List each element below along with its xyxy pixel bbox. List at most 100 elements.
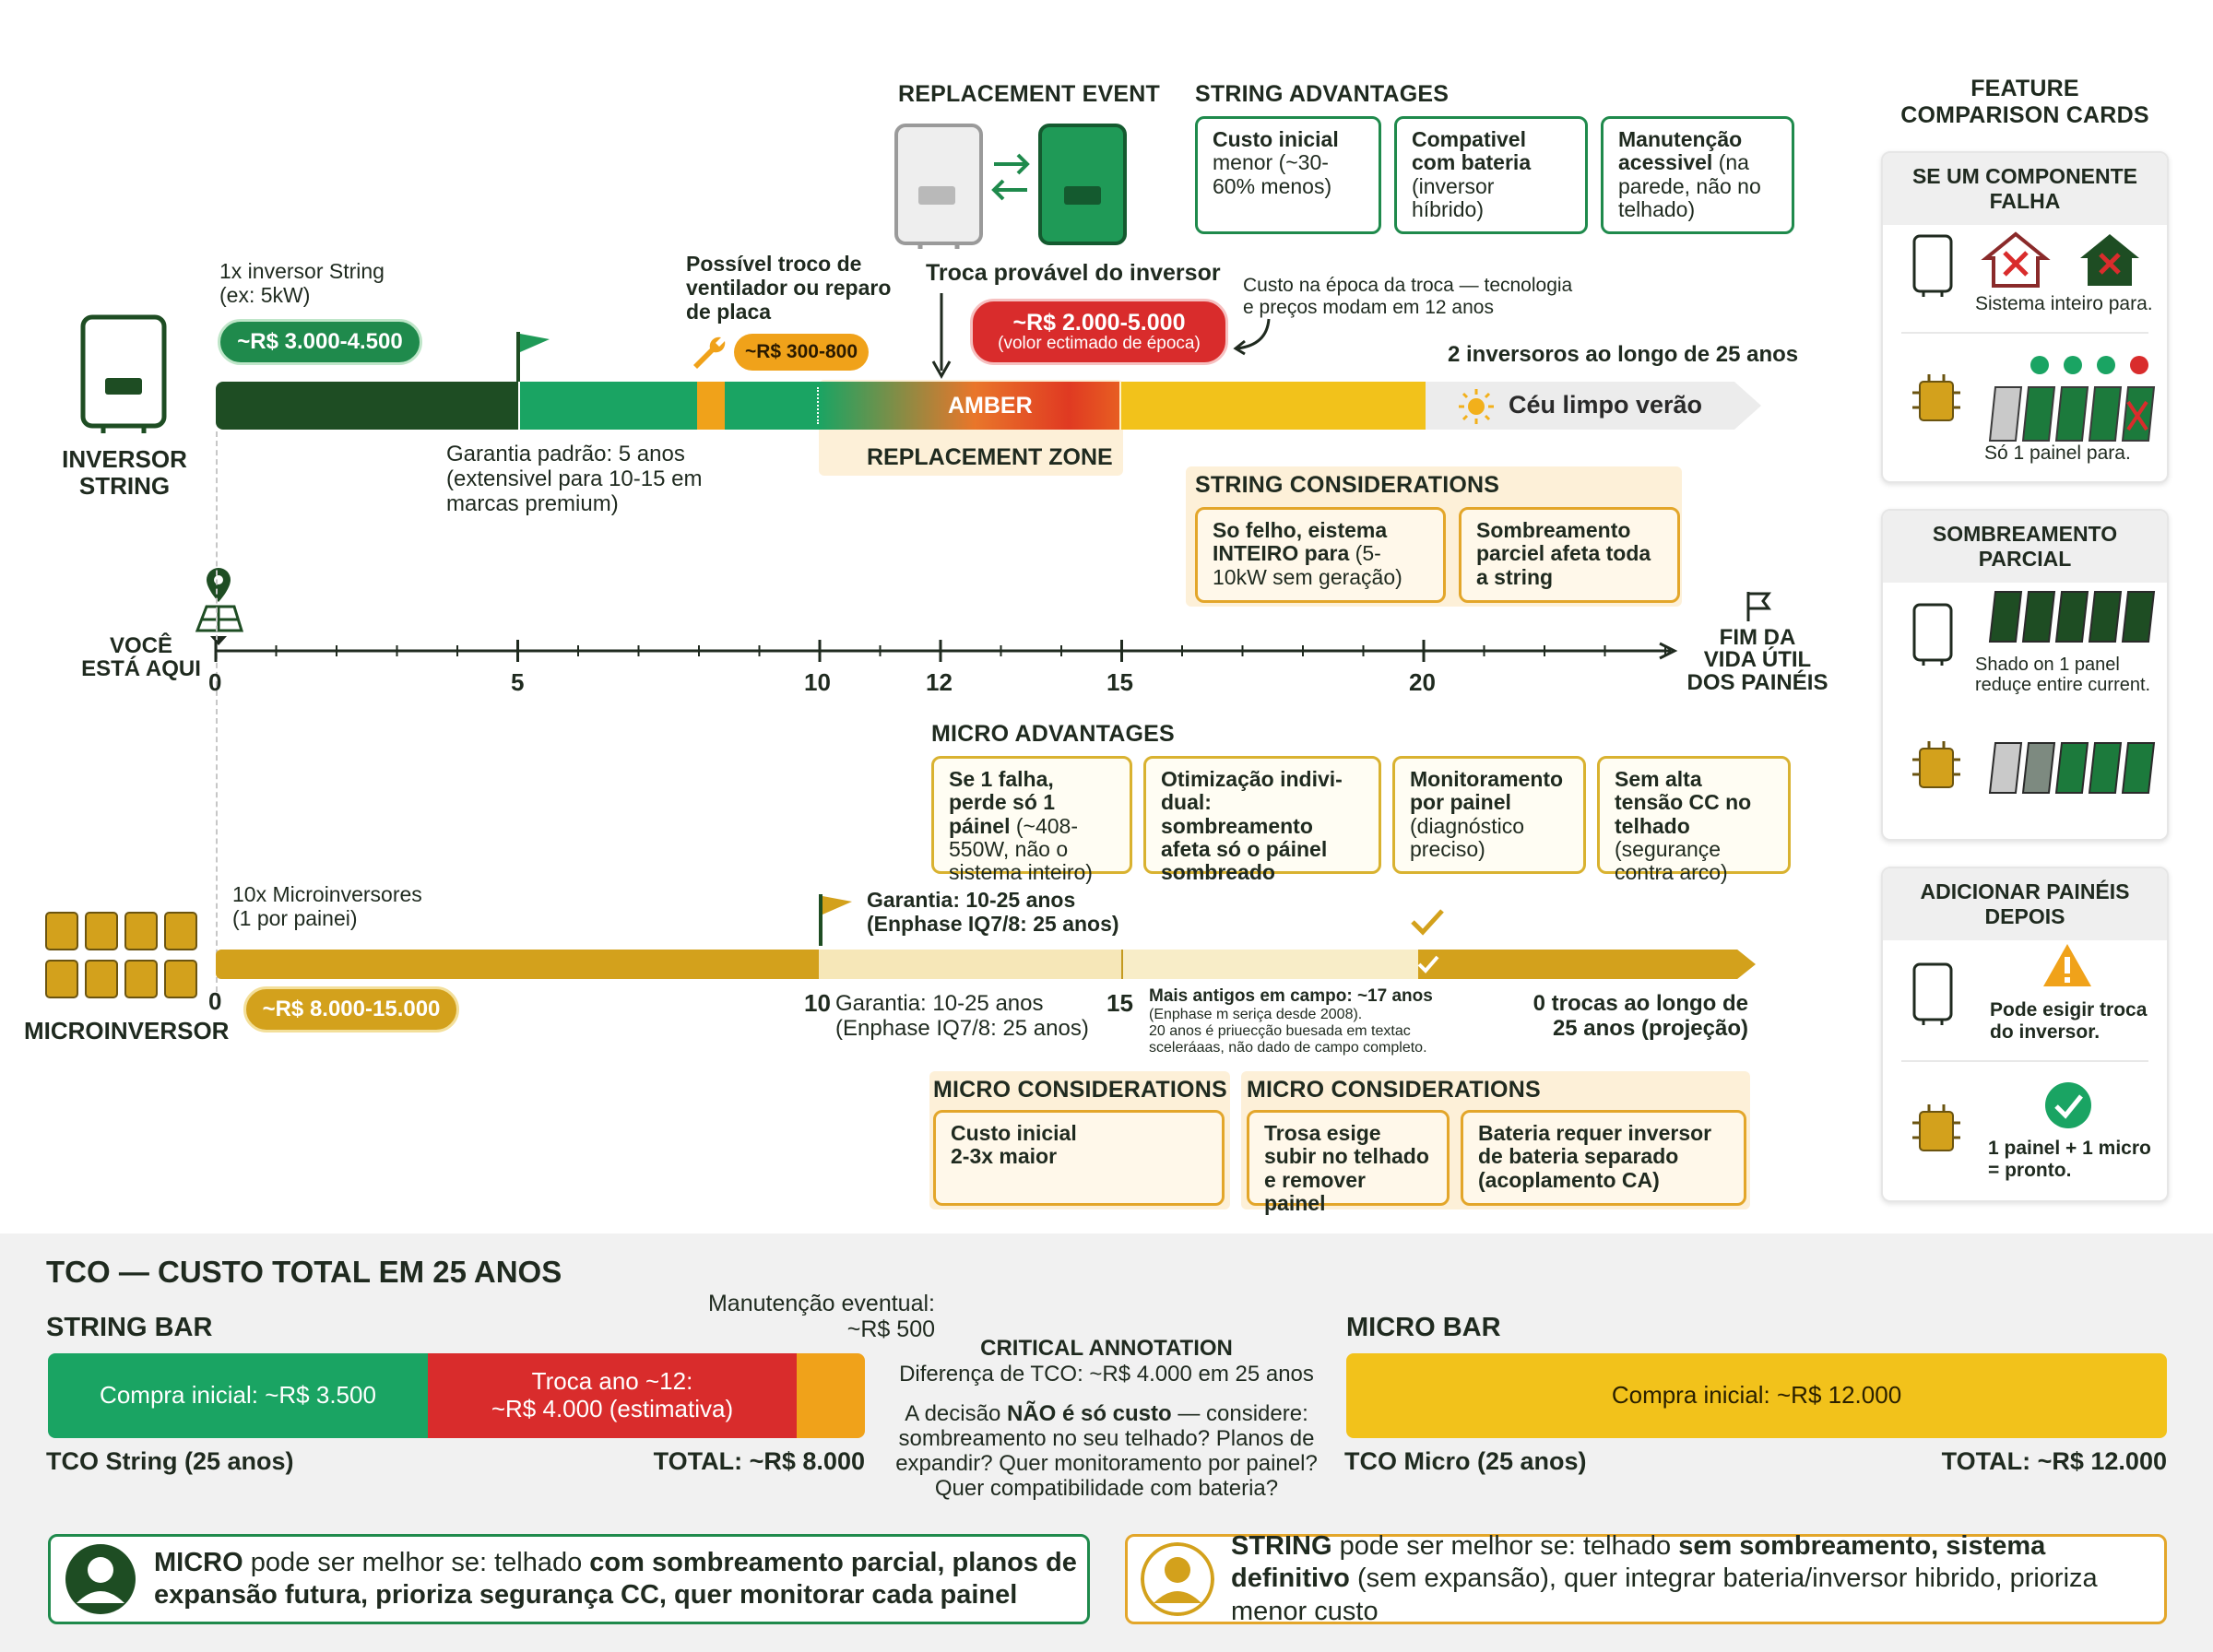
panel-row-failure-icon <box>1988 356 2156 442</box>
user-avatar-icon <box>65 1544 136 1614</box>
micro-device-label: MICROINVERSOR <box>24 1017 230 1044</box>
amber-label: AMBER <box>948 393 1033 419</box>
micro-chip-icon <box>1912 1104 1960 1151</box>
microinverter-array-icon <box>45 912 197 998</box>
axis-tick-label-12: 12 <box>926 668 953 696</box>
shaded-panels-icon <box>1988 591 2156 643</box>
micro-adv-card-optimization: Otimização indivi-dual: sombreamento afe… <box>1143 756 1381 884</box>
bar-check-icon <box>1417 955 1439 974</box>
house-dark-failure-icon <box>2080 234 2139 286</box>
micro-adv-card-safety: Sem alta tensão CC no telhado (segurançe… <box>1597 756 1791 884</box>
solar-panel <box>2054 591 2089 643</box>
timeline-axis <box>214 640 1678 662</box>
micro-advantages-heading: MICRO ADVANTAGES <box>931 721 1175 747</box>
micro-fifteen-label: 15 <box>1106 989 1133 1017</box>
divider <box>1901 332 2148 334</box>
feature-card-title: ADICIONAR PAINÉIS DEPOIS <box>1883 868 2167 940</box>
shading-string-text: Shado on 1 panel reduçe entire current. <box>1975 655 2151 696</box>
micro-recommendation-card: MICRO pode ser melhor se: telhado com so… <box>48 1534 1090 1624</box>
feature-card-component-failure: SE UM COMPONENTE FALHA Sistema inteiro p… <box>1881 151 2169 483</box>
divider <box>1901 1060 2148 1062</box>
end-flag-icon <box>1746 592 1771 621</box>
string-cons-card-failure: So felho, eistema INTEIRO para (5-10kW s… <box>1195 507 1446 603</box>
status-ok-icon <box>2030 356 2049 374</box>
micro-recommendation-text: MICRO pode ser melhor se: telhado com so… <box>154 1547 1077 1610</box>
micro-bar-title: MICRO BAR <box>1346 1313 1501 1342</box>
flag-icon <box>516 332 550 382</box>
micro-chip-icon <box>1912 741 1960 788</box>
solar-panel <box>2088 386 2123 442</box>
microinverter-unit <box>45 960 78 998</box>
solar-panel <box>2088 591 2123 643</box>
you-are-here-label: VOCÊ ESTÁ AQUI <box>81 633 201 682</box>
status-ok-icon <box>2097 356 2115 374</box>
replacement-event-heading: REPLACEMENT EVENT <box>898 81 1160 107</box>
solar-panel <box>2021 742 2056 794</box>
string-recommendation-card: STRING pode ser melhor se: telhado sem s… <box>1125 1531 2167 1626</box>
tco-micro-total: TOTAL: ~R$ 12.000 <box>1941 1447 2167 1475</box>
shaded-panels-micro-icon <box>1988 742 2156 794</box>
axis-tick-label-5: 5 <box>511 668 525 696</box>
inverter-small-icon <box>1912 962 1953 1025</box>
tco-string-replacement-segment: Troca ano ~12: ~R$ 4.000 (estimativa) <box>428 1353 797 1438</box>
micro-considerations-heading-2: MICRO CONSIDERATIONS <box>1247 1077 1541 1103</box>
micro-adv-card-failure: Se 1 falha, perde só 1 páinel (~408-550W… <box>931 756 1132 884</box>
string-bar-title: STRING BAR <box>46 1313 213 1342</box>
micro-warranty-flag-note: Garantia: 10-25 anos (Enphase IQ7/8: 25 … <box>867 888 1119 936</box>
microinverter-unit <box>164 912 197 950</box>
replacement-cost-pill: ~R$ 2.000-5.000 (volor ectimado de época… <box>970 299 1228 365</box>
microinverter-unit <box>164 960 197 998</box>
replacement-cost-note: Custo na época da troca — tecnologia e p… <box>1243 275 1573 318</box>
house-failure-icon <box>1981 231 2051 288</box>
sun-icon <box>1459 389 1494 424</box>
axis-tick-label-20: 20 <box>1409 668 1436 696</box>
tco-string-total: TOTAL: ~R$ 8.000 <box>653 1447 865 1475</box>
inverters-count-note: 2 inversoros ao longo de 25 anos <box>1448 342 1799 367</box>
string-adv-card-battery: Compativel com bateria (inversor híbrido… <box>1394 116 1588 234</box>
micro-timeline-bar <box>216 950 1756 979</box>
fan-repair-pill: ~R$ 300-800 <box>734 334 869 371</box>
zero-swaps-note: 0 trocas ao longo de 25 anos (projeção) <box>1533 991 1748 1041</box>
down-arrow-icon <box>931 293 952 380</box>
microinverter-unit <box>85 912 118 950</box>
string-device-label: INVERSOR STRING <box>62 445 187 501</box>
solar-panel <box>2054 742 2089 794</box>
critical-annotation-diff: Diferença de TCO: ~R$ 4.000 em 25 anos <box>899 1362 1314 1386</box>
micro-ten-label: 10 <box>804 989 831 1017</box>
tco-string-caption: TCO String (25 anos) <box>46 1447 294 1475</box>
string-timeline-bar: AMBER <box>216 382 1426 430</box>
axis-tick-label-0: 0 <box>208 668 222 696</box>
feature-comparison-heading: FEATURE COMPARISON CARDS <box>1900 76 2149 128</box>
micro-price-pill: ~R$ 8.000-15.000 <box>243 986 459 1032</box>
critical-annotation-body: A decisão NÃO é só custo — considere: so… <box>895 1401 1318 1502</box>
microinverter-unit <box>124 960 158 998</box>
micro-considerations-heading-1: MICRO CONSIDERATIONS <box>933 1077 1227 1103</box>
feature-card-title: SOMBREAMENTO PARCIAL <box>1883 511 2167 583</box>
solar-panel <box>2121 742 2156 794</box>
microinverter-unit <box>45 912 78 950</box>
micro-adv-card-monitoring: Monitoramento por painel (diagnóstico pr… <box>1392 756 1586 874</box>
string-cons-card-shading: Sombreamento parciel afeta toda a string <box>1459 507 1680 603</box>
micro-warranty-below-note: Garantia: 10-25 anos (Enphase IQ7/8: 25 … <box>835 991 1089 1041</box>
solar-panel <box>1988 591 2023 643</box>
critical-annotation-title: CRITICAL ANNOTATION <box>980 1336 1233 1361</box>
replacement-zone-label: REPLACEMENT ZONE <box>867 444 1113 470</box>
one-panel-ready-text: 1 painel + 1 micro = pronto. <box>1988 1138 2151 1181</box>
warning-icon <box>2043 944 2091 986</box>
tco-title: TCO — CUSTO TOTAL EM 25 ANOS <box>46 1255 562 1289</box>
dotted-guide <box>216 431 218 992</box>
micro-count-note: 10x Microinversores (1 por painei) <box>232 882 422 930</box>
system-stops-text: Sistema inteiro para. <box>1975 293 2153 314</box>
string-advantages-heading: STRING ADVANTAGES <box>1195 81 1450 107</box>
string-considerations-heading: STRING CONSIDERATIONS <box>1195 472 1500 498</box>
fan-repair-note: Possível troco de ventilador ou reparo d… <box>686 252 892 324</box>
string-price-pill: ~R$ 3.000-4.500 <box>218 319 422 365</box>
tco-micro-caption: TCO Micro (25 anos) <box>1344 1447 1587 1475</box>
axis-tick-label-10: 10 <box>804 668 831 696</box>
tco-string-maintenance-segment <box>797 1353 865 1438</box>
clear-sky-label: Céu limpo verão <box>1509 391 1703 419</box>
status-fail-icon <box>2130 356 2148 374</box>
string-recommendation-text: STRING pode ser melhor se: telhado sem s… <box>1231 1530 2098 1626</box>
microinverter-unit <box>124 912 158 950</box>
curved-arrow-icon <box>1233 318 1271 356</box>
